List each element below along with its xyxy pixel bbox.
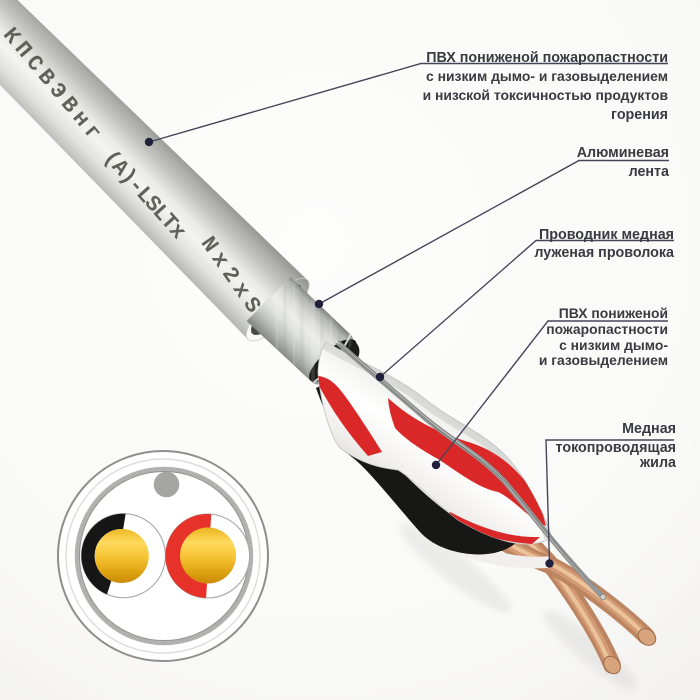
svg-text:токопроводящая: токопроводящая [556, 440, 676, 456]
svg-text:и низской токсичностью продукт: и низской токсичностью продуктов [423, 87, 668, 103]
svg-text:Алюминевая: Алюминевая [577, 145, 669, 161]
svg-text:с низким дымо- и газовыделение: с низким дымо- и газовыделением [426, 68, 668, 84]
svg-text:жила: жила [639, 455, 677, 471]
svg-text:с низким дымо-: с низким дымо- [559, 337, 668, 353]
svg-text:лента: лента [629, 164, 670, 180]
svg-text:и газовыделением: и газовыделением [539, 352, 668, 368]
svg-text:ПВХ пониженой: ПВХ пониженой [559, 305, 668, 321]
svg-text:пожаропастности: пожаропастности [546, 321, 668, 337]
svg-text:горения: горения [611, 107, 668, 123]
svg-text:Медная: Медная [622, 421, 676, 437]
svg-text:ПВХ пониженой пожаропастности: ПВХ пониженой пожаропастности [426, 50, 668, 66]
svg-text:луженая проволока: луженая проволока [534, 245, 675, 261]
svg-text:Проводник медная: Проводник медная [539, 227, 674, 243]
